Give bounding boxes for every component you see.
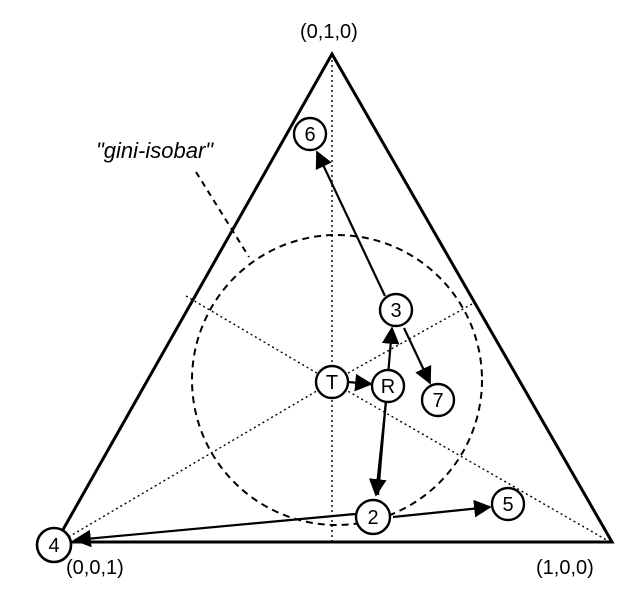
gini-isobar-pointer (195, 171, 250, 258)
node-r: R (370, 368, 406, 404)
arrow-3-to-6 (315, 150, 386, 297)
node-2: 2 (354, 498, 392, 536)
node-7-label: 7 (432, 390, 443, 412)
node-6-label: 6 (304, 124, 315, 146)
vertex-label-bottom-right: (1,0,0) (536, 557, 594, 579)
arrow-2-to-3 (376, 326, 400, 496)
node-r-label: R (381, 376, 395, 398)
arrow-3-to-7 (403, 327, 432, 385)
node-5: 5 (490, 486, 526, 522)
guide-lines (59, 55, 611, 545)
gini-isobar-label: "gini-isobar" (96, 138, 214, 163)
ternary-triangle (53, 50, 615, 544)
node-t-label: T (326, 372, 338, 394)
arrow-2-to-4 (73, 512, 356, 548)
right-vertex-median-line (331, 381, 611, 543)
node-5-label: 5 (502, 494, 513, 516)
upper-right-median-line (331, 303, 473, 383)
node-7: 7 (420, 382, 456, 418)
gini-isobar-circle (191, 234, 483, 526)
node-t: T (314, 364, 350, 400)
node-4-label: 4 (48, 535, 59, 557)
node-4: 4 (35, 526, 73, 564)
arrow-t-to-r (347, 373, 373, 392)
node-6: 6 (292, 116, 328, 152)
vertex-label-bottom-left: (0,0,1) (66, 557, 124, 579)
vertex-label-top: (0,1,0) (300, 21, 358, 43)
node-3: 3 (378, 292, 414, 328)
arrow-2-to-5 (392, 499, 492, 519)
node-2-label: 2 (367, 507, 378, 529)
upper-left-median-line (185, 295, 333, 383)
arrows (73, 150, 492, 548)
node-3-label: 3 (390, 300, 401, 322)
